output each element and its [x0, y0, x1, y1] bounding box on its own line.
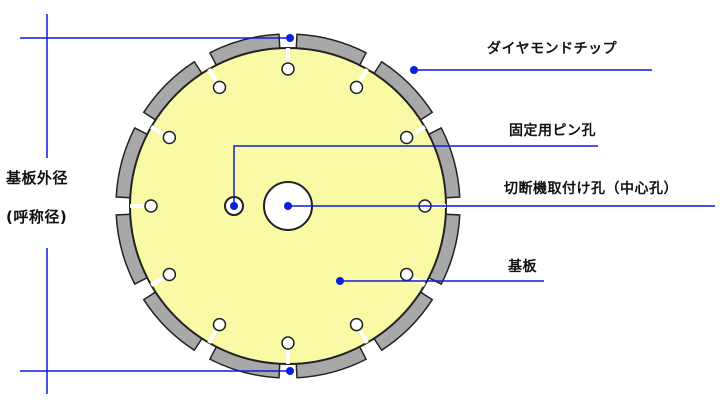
dimension-dot-top — [286, 34, 294, 42]
gullet-hole — [349, 80, 364, 95]
leader-dot-diamond-tip — [410, 66, 418, 74]
label-center-hole: 切断機取付け孔（中心孔） — [504, 181, 678, 197]
gullet-slot — [150, 275, 167, 287]
gullet-slot — [357, 327, 369, 344]
leader-pin-hole — [233, 145, 598, 206]
label-diamond-tip: ダイヤモンドチップ — [487, 41, 618, 57]
label-outer-diameter: 基板外径 — [6, 169, 69, 187]
dimension-dot-bottom — [286, 367, 294, 375]
gullet-hole — [399, 267, 414, 282]
gullet-hole — [281, 336, 295, 350]
label-base-plate: 基板 — [508, 259, 537, 275]
gullet-hole — [212, 80, 227, 95]
gullet-hole — [399, 130, 414, 145]
gullet-hole — [281, 62, 295, 76]
gullet-hole — [349, 317, 364, 332]
gullet-hole — [162, 130, 177, 145]
leader-dot-base-plate — [336, 277, 344, 285]
label-nominal-diameter: (呼称径) — [6, 208, 68, 226]
gullet-slot — [150, 125, 167, 137]
gullet-hole — [212, 317, 227, 332]
leader-dot-center-hole — [284, 202, 292, 210]
gullet-slot — [409, 125, 426, 137]
gullet-slot — [207, 68, 219, 85]
gullet-slot — [207, 327, 219, 344]
label-pin-hole: 固定用ピン孔 — [509, 123, 596, 139]
gullet-slot — [357, 68, 369, 85]
leader-dot-pin-hole — [230, 202, 238, 210]
gullet-hole — [162, 267, 177, 282]
gullet-hole — [144, 199, 158, 213]
